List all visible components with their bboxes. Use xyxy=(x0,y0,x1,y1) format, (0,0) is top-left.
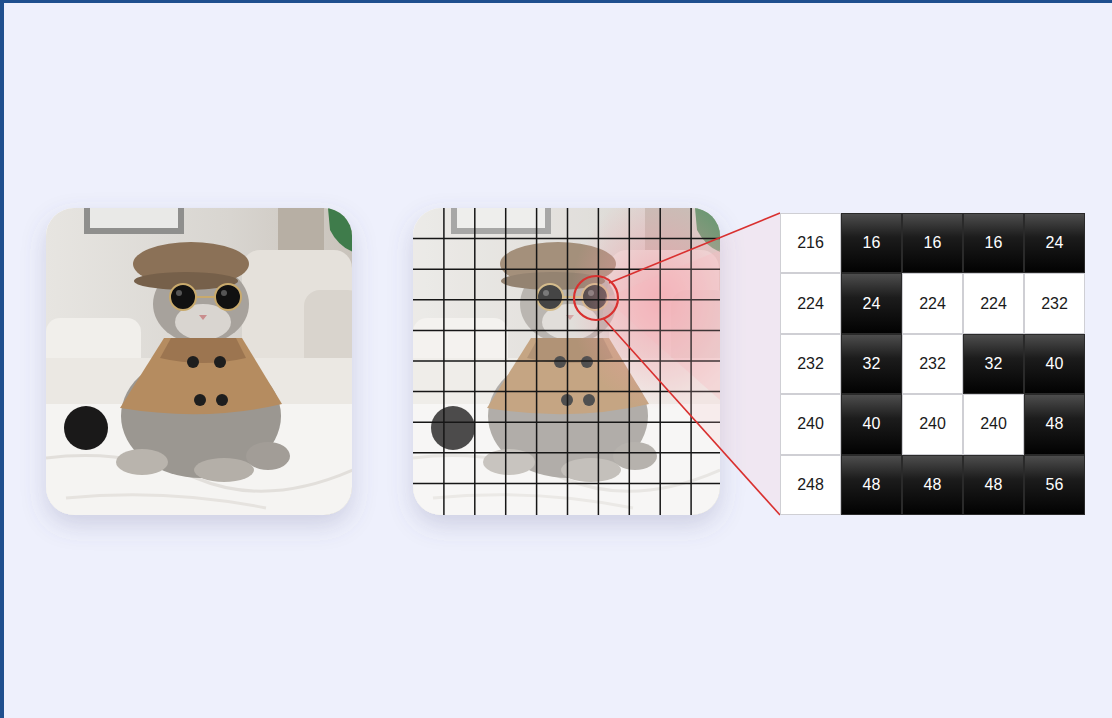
original-photo xyxy=(46,208,364,515)
table-cell: 32 xyxy=(963,334,1024,394)
table-cell: 216 xyxy=(780,213,841,273)
left-border xyxy=(0,0,4,718)
illustration-part xyxy=(46,208,352,515)
table-cell: 32 xyxy=(841,334,902,394)
table-cell: 232 xyxy=(902,334,963,394)
table-cell: 224 xyxy=(963,273,1024,333)
table-cell: 240 xyxy=(780,394,841,454)
table-cell: 232 xyxy=(780,334,841,394)
zoom-circle xyxy=(574,276,618,320)
table-cell: 48 xyxy=(963,455,1024,515)
illustration-part xyxy=(46,208,352,515)
table-cell: 40 xyxy=(1024,334,1085,394)
table-cell: 48 xyxy=(841,455,902,515)
grid-line xyxy=(413,452,720,454)
grid-line xyxy=(413,238,720,240)
table-cell: 16 xyxy=(841,213,902,273)
table-cell: 16 xyxy=(902,213,963,273)
table-cell: 240 xyxy=(902,394,963,454)
table-cell: 240 xyxy=(963,394,1024,454)
top-border xyxy=(0,0,1112,3)
table-cell: 232 xyxy=(1024,273,1085,333)
zoom-wedge xyxy=(602,213,780,515)
zoom-line xyxy=(603,318,780,515)
table-cell: 24 xyxy=(1024,213,1085,273)
table-cell: 40 xyxy=(841,394,902,454)
table-cell: 48 xyxy=(902,455,963,515)
table-cell: 48 xyxy=(1024,394,1085,454)
table-cell: 24 xyxy=(841,273,902,333)
table-cell: 248 xyxy=(780,455,841,515)
table-cell: 224 xyxy=(780,273,841,333)
table-cell: 224 xyxy=(902,273,963,333)
table-cell: 16 xyxy=(963,213,1024,273)
table-cell: 56 xyxy=(1024,455,1085,515)
grid-line xyxy=(413,483,720,485)
zoom-line xyxy=(609,213,780,283)
grid-line xyxy=(413,421,720,423)
